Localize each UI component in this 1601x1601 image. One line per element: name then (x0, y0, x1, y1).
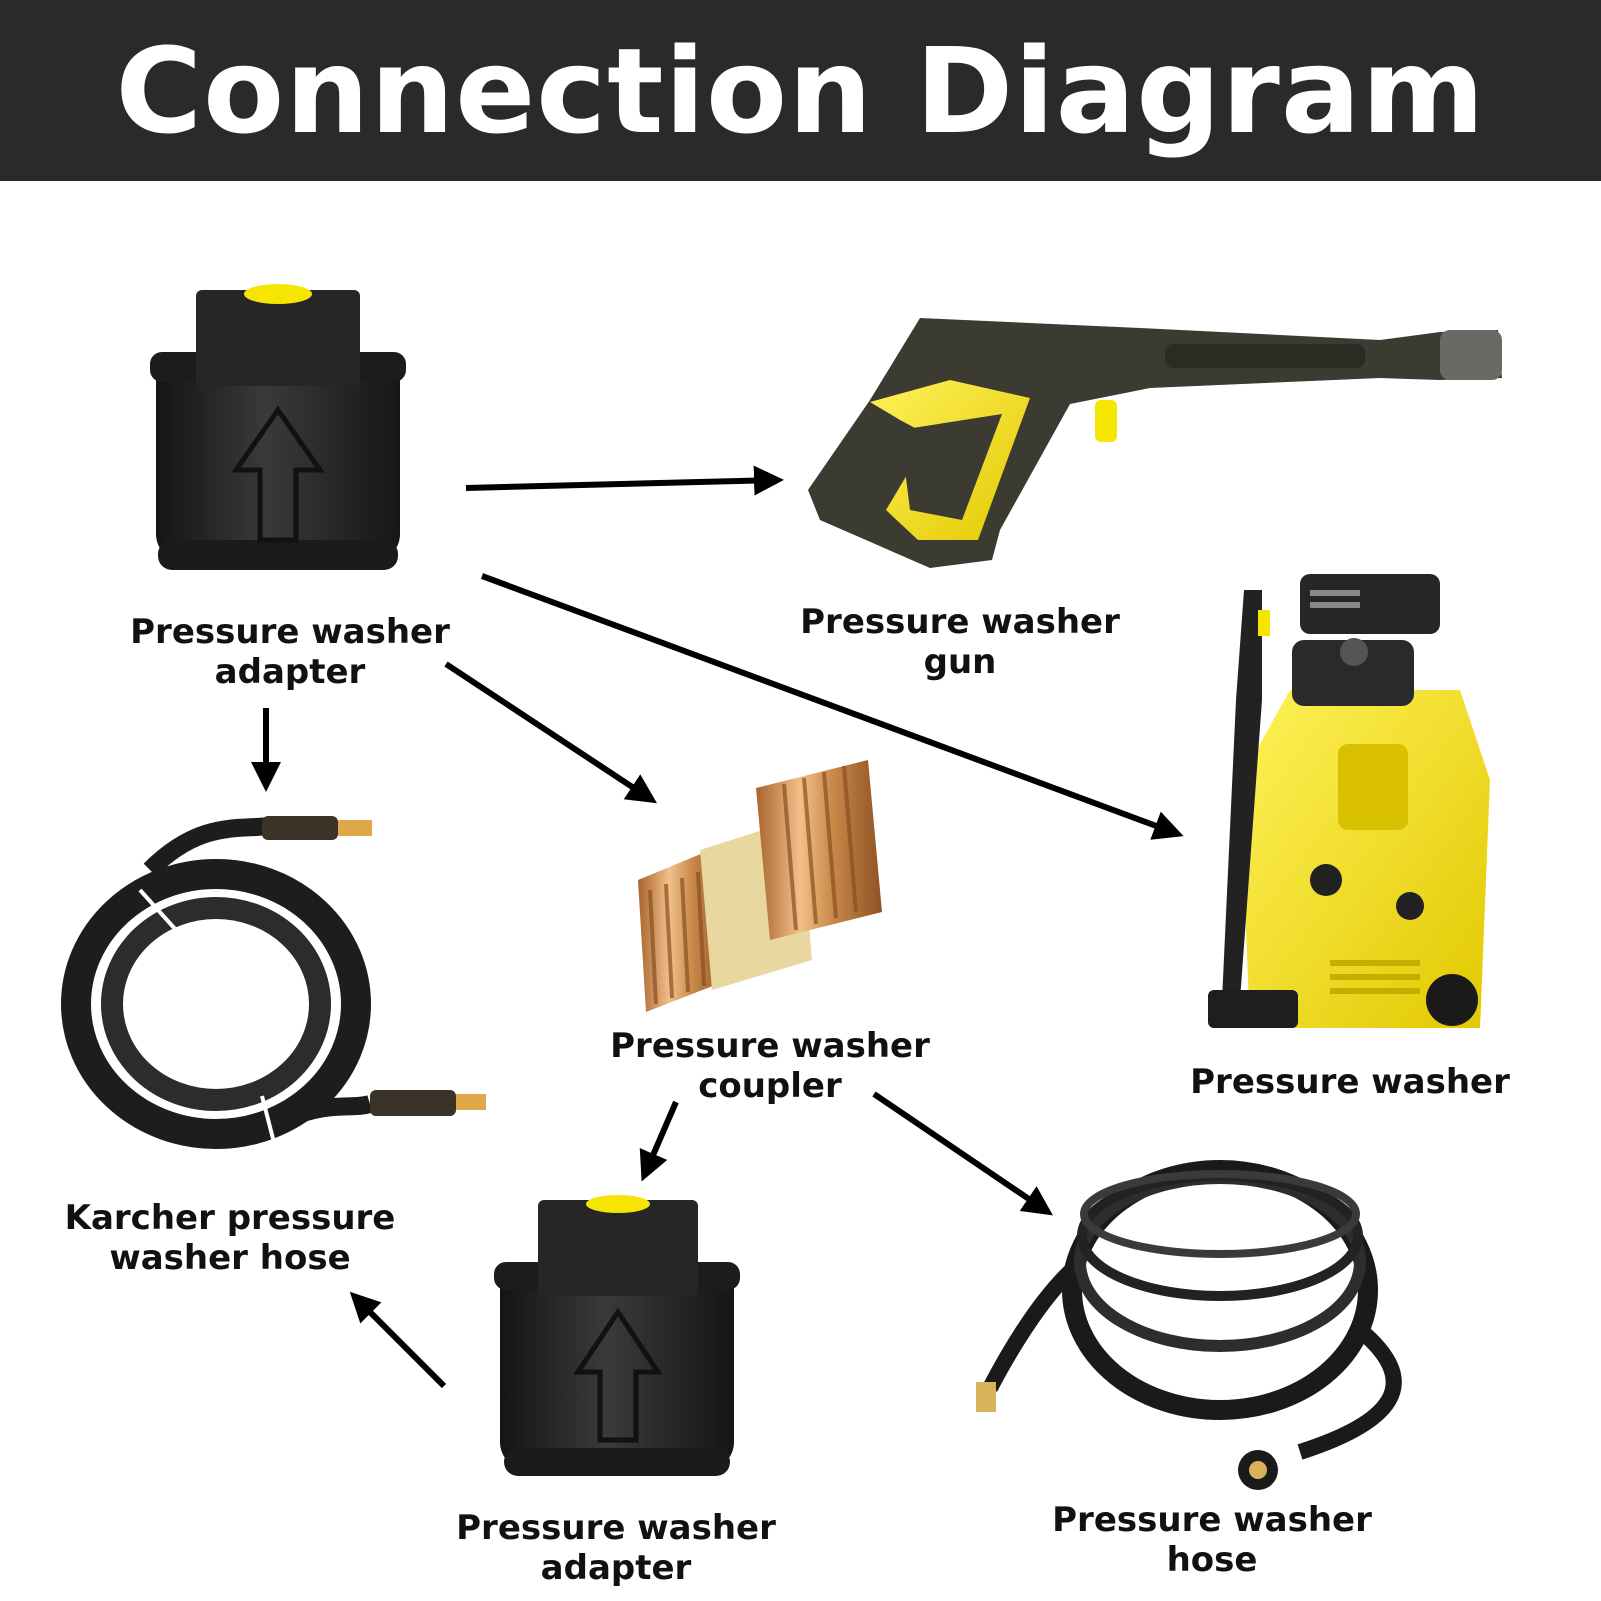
arrow-adapter-to-coupler (444, 661, 658, 804)
label-washer: Pressure washer (1190, 1062, 1510, 1102)
label-adapter-bottom: Pressure washer adapter (456, 1508, 776, 1588)
brass-coupler-icon (638, 760, 882, 1012)
arrow-adapter-to-washer (480, 573, 1184, 840)
page-title: Connection Diagram (115, 21, 1486, 160)
arrow-coupler-to-hose (872, 1091, 1053, 1216)
arrow-bottom-adapter-to-karcher-hose (349, 1291, 447, 1389)
adapter-icon (494, 1195, 740, 1476)
label-adapter-top: Pressure washer adapter (130, 612, 450, 692)
coiled-hose-icon (61, 816, 486, 1159)
spray-gun-icon (808, 318, 1502, 568)
label-karcher-hose: Karcher pressure washer hose (64, 1198, 396, 1278)
connection-arrows (251, 465, 1184, 1389)
title-banner: Connection Diagram (0, 0, 1601, 181)
arrow-coupler-to-bottom-adapter (639, 1100, 679, 1182)
label-coupler: Pressure washer coupler (610, 1026, 930, 1106)
coiled-hose-icon (976, 1160, 1402, 1490)
pressure-washer-icon (1208, 574, 1490, 1028)
adapter-icon (150, 284, 406, 570)
label-gun: Pressure washer gun (800, 602, 1120, 682)
label-hose: Pressure washer hose (1052, 1500, 1372, 1580)
arrow-adapter-to-gun (465, 465, 784, 496)
